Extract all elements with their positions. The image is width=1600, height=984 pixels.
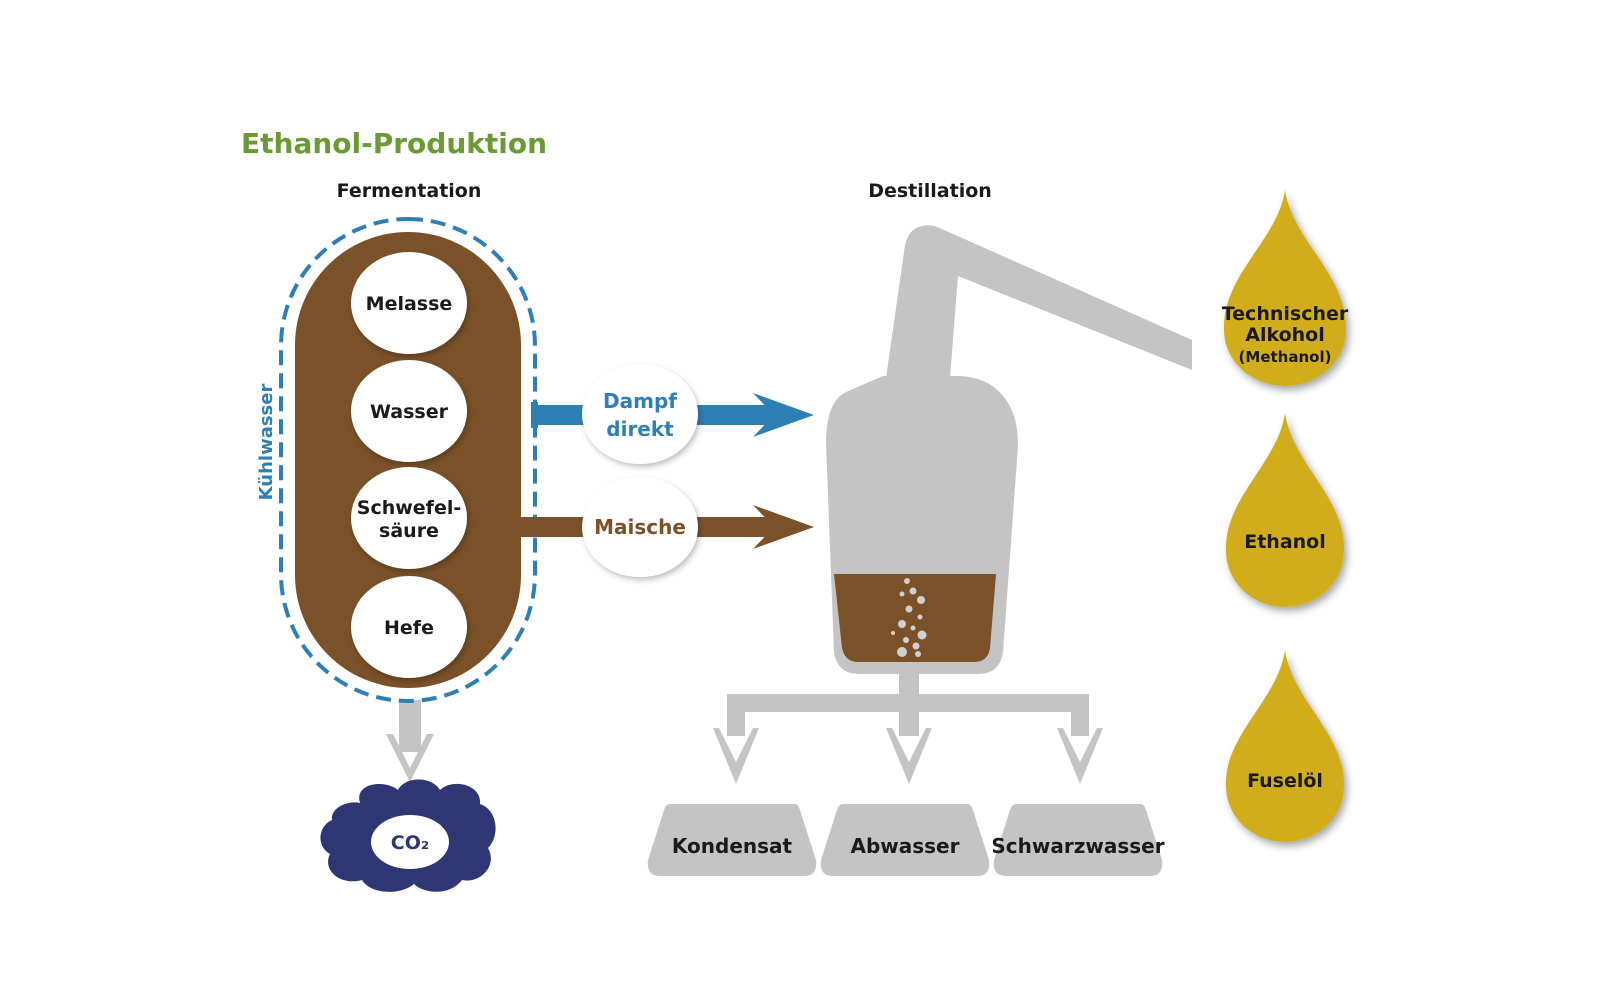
- still-liquid: [834, 574, 996, 662]
- ingredient-label: Schwefel-: [357, 497, 461, 519]
- co2-label: CO₂: [391, 832, 429, 854]
- drop-technical-alcohol: Technischer Alkohol (Methanol): [1222, 190, 1349, 386]
- drop-sublabel: (Methanol): [1239, 348, 1332, 366]
- cooling-water-label: Kühlwasser: [256, 384, 277, 501]
- still-neck: [886, 225, 1192, 378]
- ingredient-hefe: Hefe: [351, 576, 467, 678]
- page-title: Ethanol-Produktion: [241, 127, 547, 160]
- distribution-arrows: [713, 672, 1103, 784]
- steam-label-line2: direkt: [606, 417, 674, 441]
- ingredient-wasser: Wasser: [351, 360, 467, 462]
- fermentation-heading: Fermentation: [337, 180, 482, 202]
- drop-label: Fuselöl: [1247, 770, 1323, 792]
- co2-cloud: CO₂: [320, 779, 496, 892]
- still-bubbles: [891, 578, 927, 657]
- ingredient-label: säure: [379, 520, 439, 542]
- cooling-jacket: [279, 217, 537, 703]
- drop-label: Ethanol: [1244, 531, 1326, 553]
- distillation-heading: Destillation: [868, 180, 992, 202]
- drop-fusel-oil: Fuselöl: [1225, 650, 1345, 842]
- bucket-label: Abwasser: [850, 834, 959, 858]
- ingredient-label: Melasse: [366, 293, 453, 315]
- co2-arrow: [386, 700, 434, 782]
- bucket-kondensat: Kondensat: [647, 804, 817, 876]
- mash-bubble: Maische: [582, 477, 698, 577]
- bucket-abwasser: Abwasser: [820, 804, 990, 876]
- steam-label-line1: Dampf: [603, 389, 677, 413]
- drop-label: Alkohol: [1245, 324, 1325, 346]
- bucket-schwarzwasser: Schwarzwasser: [991, 804, 1165, 876]
- ingredient-label: Wasser: [370, 401, 449, 423]
- ingredient-schwefelsaeure: Schwefel- säure: [351, 467, 467, 569]
- ingredient-label: Hefe: [384, 617, 434, 639]
- drop-ethanol: Ethanol: [1225, 413, 1345, 607]
- drop-label: Technischer: [1222, 303, 1349, 325]
- steam-bubble: Dampf direkt: [582, 364, 698, 464]
- ingredient-melasse: Melasse: [351, 252, 467, 354]
- mash-label: Maische: [594, 515, 686, 539]
- bucket-label: Kondensat: [672, 834, 793, 858]
- still: [826, 225, 1192, 674]
- bucket-label: Schwarzwasser: [991, 834, 1164, 858]
